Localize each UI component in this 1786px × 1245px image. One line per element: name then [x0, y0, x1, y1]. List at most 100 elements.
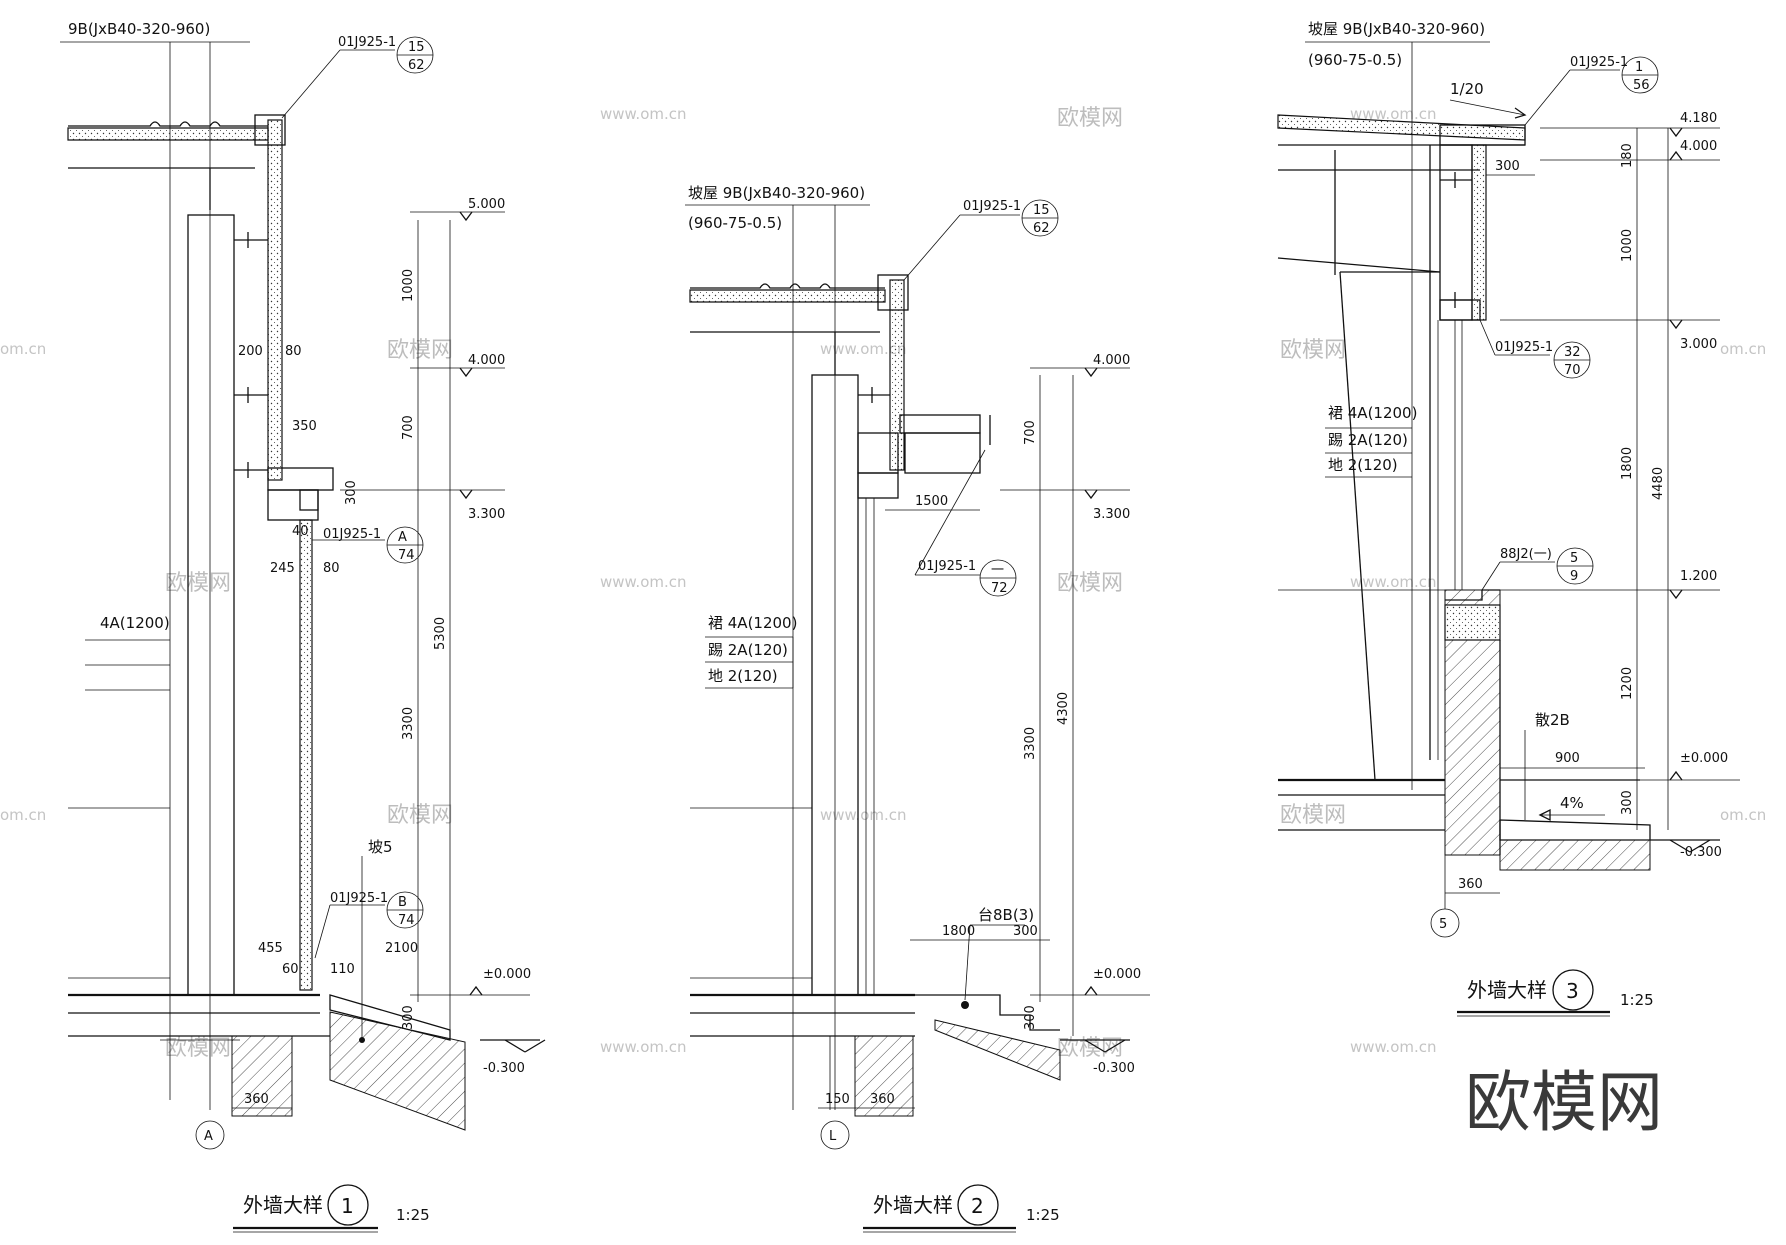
watermark-brand: 欧模网 [1057, 571, 1123, 596]
detail-title: 外墙大样 [243, 1193, 323, 1217]
svg-text:150: 150 [825, 1092, 850, 1107]
svg-text:300: 300 [344, 480, 359, 505]
svg-text:60: 60 [282, 962, 299, 977]
svg-text:3.000: 3.000 [1680, 337, 1717, 352]
detail-scale: 1:25 [1620, 991, 1654, 1009]
svg-text:1800: 1800 [1620, 447, 1635, 480]
svg-text:-0.300: -0.300 [1093, 1061, 1135, 1076]
column [187, 214, 235, 996]
watermark-url: om.cn [0, 806, 46, 824]
svg-text:01J925-1: 01J925-1 [963, 199, 1021, 214]
svg-text:A: A [204, 1129, 213, 1144]
detail-ref-bubble: 88J2(一) 5 9 [1481, 547, 1594, 591]
logo-watermark: 欧模网 [1465, 1064, 1663, 1141]
svg-text:一: 一 [991, 563, 1004, 578]
svg-text:9: 9 [1570, 569, 1578, 584]
detail-ref-bubble: 01J925-1 一 72 [914, 449, 1017, 597]
svg-text:-0.300: -0.300 [483, 1061, 525, 1076]
bolt-icon [234, 232, 268, 478]
watermark-url: www.om.cn [1350, 573, 1437, 591]
svg-text:3300: 3300 [1023, 727, 1038, 760]
svg-text:74: 74 [398, 913, 415, 928]
svg-text:3.300: 3.300 [1093, 507, 1130, 522]
svg-text:200: 200 [238, 344, 263, 359]
svg-text:74: 74 [398, 548, 415, 563]
watermark-url: www.om.cn [820, 806, 907, 824]
detail-2: 坡屋 9B(JxB40-320-960) (960-75-0.5) [685, 184, 1150, 1233]
apron-slope: 4% [1560, 794, 1584, 812]
svg-text:900: 900 [1555, 751, 1580, 766]
svg-text:4480: 4480 [1651, 467, 1666, 500]
wall-panel [299, 519, 313, 991]
watermark-url: www.om.cn [600, 1038, 687, 1056]
svg-text:88J2(一): 88J2(一) [1500, 547, 1552, 562]
svg-text:3.300: 3.300 [468, 507, 505, 522]
level-marks: 4.180 4.000 3.000 1.200 ±0.000 -0.300 [1500, 111, 1740, 860]
svg-text:360: 360 [1458, 877, 1483, 892]
svg-text:56: 56 [1633, 78, 1650, 93]
svg-text:01J925-1: 01J925-1 [1495, 340, 1553, 355]
wall-label: 地 2(120) [1328, 456, 1398, 474]
watermark-brand: 欧模网 [1280, 338, 1346, 363]
detail-title: 外墙大样 [1467, 978, 1547, 1002]
watermark-url: om.cn [0, 340, 46, 358]
detail-3: 坡屋 9B(JxB40-320-960) (960-75-0.5) 1/20 [1277, 20, 1740, 1017]
svg-text:40: 40 [292, 524, 309, 539]
svg-text:300: 300 [1620, 790, 1635, 815]
step-label: 台8B(3) [978, 906, 1034, 924]
svg-text:300: 300 [1013, 924, 1038, 939]
watermark-url: om.cn [1720, 340, 1766, 358]
svg-text:1: 1 [1635, 60, 1643, 75]
svg-text:15: 15 [408, 40, 425, 55]
wall-label: 裙 4A(1200) [1328, 404, 1417, 422]
svg-text:62: 62 [408, 58, 425, 73]
svg-text:01J925-1: 01J925-1 [1570, 55, 1628, 70]
svg-text:01J925-1: 01J925-1 [330, 891, 388, 906]
wall-label: 裙 4A(1200) [708, 614, 797, 632]
svg-text:72: 72 [991, 581, 1008, 596]
roof-label: 9B(JxB40-320-960) [68, 20, 210, 38]
detail-number: 3 [1566, 979, 1579, 1003]
svg-text:300: 300 [401, 1005, 416, 1030]
svg-text:5300: 5300 [433, 617, 448, 650]
watermark-url: www.om.cn [1350, 105, 1437, 123]
svg-text:±0.000: ±0.000 [1680, 751, 1728, 766]
svg-text:700: 700 [1023, 420, 1038, 445]
wall-label: 踢 2A(120) [708, 641, 788, 659]
watermark-brand: 欧模网 [1057, 106, 1123, 131]
detail-number: 2 [971, 1194, 984, 1218]
svg-text:70: 70 [1564, 363, 1581, 378]
watermark-url: www.om.cn [1350, 1038, 1437, 1056]
watermark-brand: 欧模网 [387, 803, 453, 828]
svg-text:2100: 2100 [385, 941, 418, 956]
apron-label: 散2B [1535, 711, 1570, 729]
axis-bubble [195, 1120, 225, 1150]
svg-text:L: L [829, 1129, 837, 1144]
bolt-icon [858, 387, 890, 403]
wall-panel [1471, 144, 1487, 321]
svg-text:B: B [398, 895, 407, 910]
watermark-url: www.om.cn [600, 573, 687, 591]
watermark-brand: 欧模网 [165, 571, 231, 596]
svg-text:1500: 1500 [915, 494, 948, 509]
wall-label: 地 2(120) [708, 667, 778, 685]
svg-text:4.000: 4.000 [1680, 139, 1717, 154]
svg-text:1000: 1000 [1620, 229, 1635, 262]
axis-bubble [820, 1120, 850, 1150]
roof-label: 坡屋 9B(JxB40-320-960) [1308, 20, 1485, 38]
roof-label-2: (960-75-0.5) [1308, 51, 1402, 69]
wall-label: 踢 2A(120) [1328, 431, 1408, 449]
watermark-url: om.cn [1720, 806, 1766, 824]
svg-text:32: 32 [1564, 345, 1581, 360]
svg-text:3300: 3300 [401, 707, 416, 740]
svg-text:62: 62 [1033, 221, 1050, 236]
svg-text:4.180: 4.180 [1680, 111, 1717, 126]
slope-label: 坡5 [368, 838, 393, 856]
svg-text:4.000: 4.000 [468, 353, 505, 368]
svg-text:110: 110 [330, 962, 355, 977]
svg-text:300: 300 [1495, 159, 1520, 174]
roof-slope: 1/20 [1450, 80, 1484, 98]
detail-ref-bubble: 01J925-1 15 62 [903, 199, 1059, 281]
svg-text:1800: 1800 [942, 924, 975, 939]
